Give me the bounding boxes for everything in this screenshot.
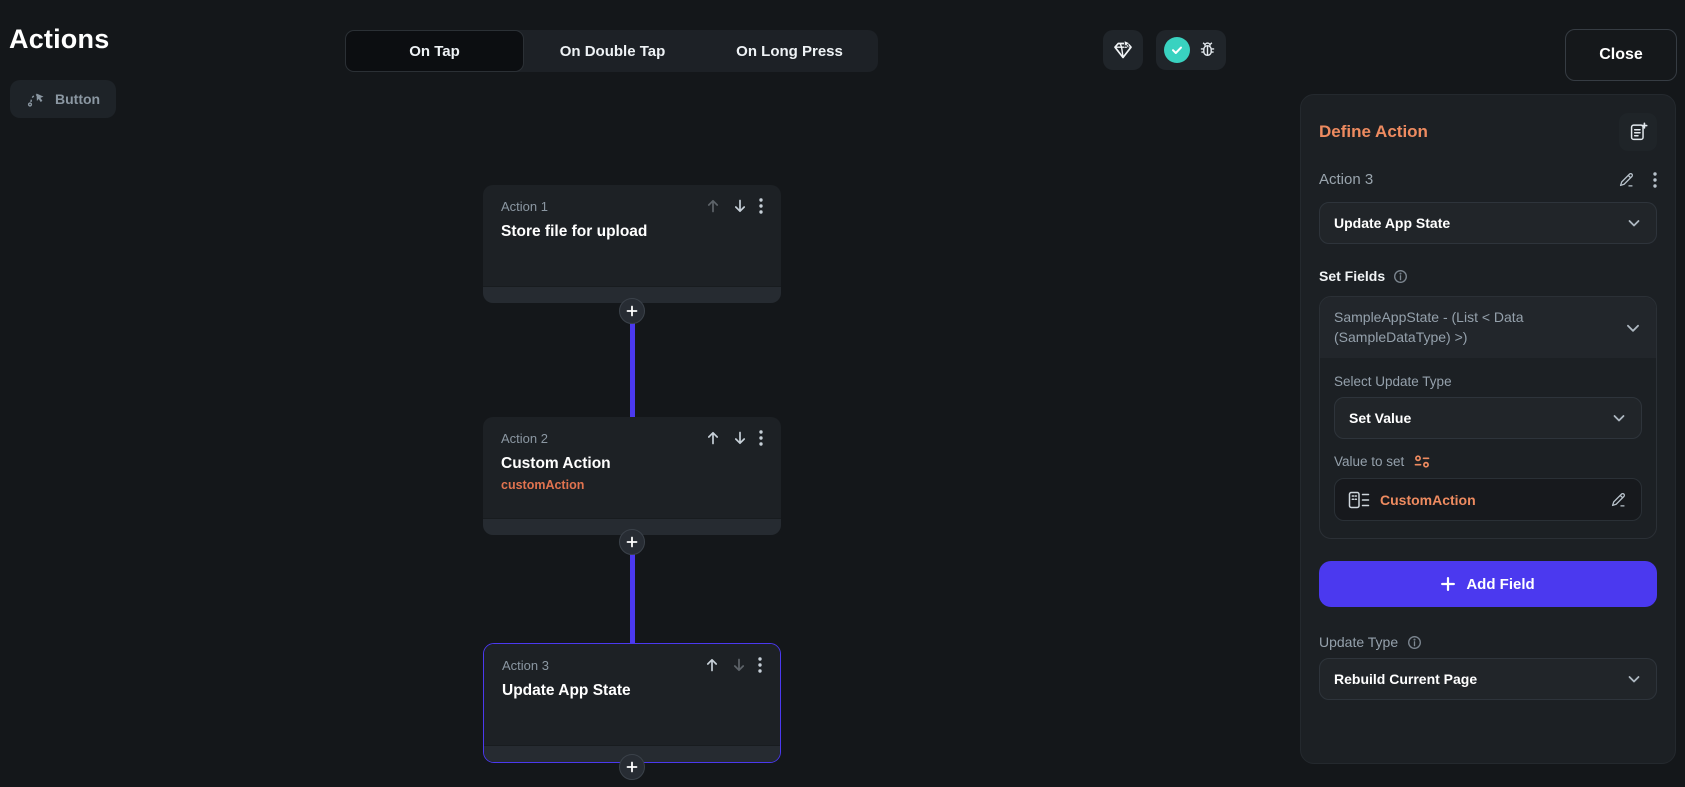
define-action-panel: Define Action Action 3 Update App State: [1300, 94, 1676, 764]
kebab-menu-icon[interactable]: [759, 198, 763, 214]
arrow-up-icon: [705, 198, 721, 214]
arrow-down-icon[interactable]: [732, 198, 748, 214]
action-card-label: Action 2: [501, 430, 548, 446]
app-state-field-value: SampleAppState - (List < Data (SampleDat…: [1334, 309, 1524, 345]
value-to-set-field[interactable]: CustomAction: [1334, 478, 1642, 522]
action-card-label: Action 3: [502, 657, 549, 673]
panel-title: Define Action: [1319, 122, 1428, 141]
rebuild-type-value: Rebuild Current Page: [1334, 671, 1478, 688]
variable-set-icon[interactable]: [1413, 454, 1431, 469]
note-add-icon: [1627, 121, 1649, 143]
tab-on-tap[interactable]: On Tap: [345, 30, 524, 72]
set-fields-container: SampleAppState - (List < Data (SampleDat…: [1319, 296, 1657, 540]
action-card-3[interactable]: Action 3 Update App State: [483, 643, 781, 763]
trigger-tabbar: On Tap On Double Tap On Long Press: [345, 30, 878, 72]
update-type-label: Update Type: [1319, 634, 1399, 651]
bug-icon: [1197, 40, 1218, 61]
action-card-body[interactable]: Action 1 Store file for upload: [483, 185, 781, 286]
add-action-button[interactable]: [619, 754, 645, 780]
action-card-1[interactable]: Action 1 Store file for upload: [483, 185, 781, 303]
chevron-down-icon: [1626, 215, 1642, 231]
selected-action-label: Action 3: [1319, 171, 1374, 188]
action-card-title: Store file for upload: [501, 223, 648, 240]
info-icon[interactable]: [1407, 635, 1422, 650]
action-card-title: Custom Action: [501, 455, 611, 472]
add-field-label: Add Field: [1466, 575, 1535, 593]
add-action-button[interactable]: [619, 298, 645, 324]
action-card-subtitle: customAction: [501, 478, 585, 492]
value-to-set-label: Value to set: [1334, 454, 1405, 470]
chevron-down-icon: [1624, 319, 1642, 337]
copy-action-button[interactable]: [1619, 113, 1657, 151]
tab-on-double-tap[interactable]: On Double Tap: [559, 42, 666, 60]
action-card-title: Update App State: [502, 682, 631, 699]
update-type-select[interactable]: Set Value: [1334, 397, 1642, 440]
cursor-path-icon: [26, 89, 46, 109]
action-card-footer: [483, 286, 781, 303]
action-card-footer: [483, 518, 781, 535]
plus-icon: [626, 761, 638, 773]
check-circle-icon: [1164, 37, 1190, 63]
kebab-menu-icon[interactable]: [759, 430, 763, 446]
action-type-value: Update App State: [1334, 215, 1451, 231]
update-type-value: Set Value: [1349, 410, 1412, 427]
plus-icon: [626, 305, 638, 317]
edit-pencil-icon[interactable]: [1617, 170, 1636, 189]
arrow-up-icon[interactable]: [704, 657, 720, 673]
add-field-button[interactable]: Add Field: [1319, 561, 1657, 608]
kebab-menu-icon[interactable]: [1653, 171, 1657, 188]
close-button-label: Close: [1599, 46, 1643, 63]
test-mode-button[interactable]: [1103, 30, 1143, 70]
data-object-icon: [1348, 491, 1370, 509]
edit-pencil-icon[interactable]: [1609, 490, 1628, 509]
trigger-source-chip[interactable]: Button: [10, 80, 117, 118]
chevron-down-icon: [1611, 410, 1627, 426]
plus-icon: [626, 536, 638, 548]
close-button[interactable]: Close: [1565, 29, 1677, 81]
flow-connector: [630, 303, 635, 417]
action-card-2[interactable]: Action 2 Custom Action customAction: [483, 417, 781, 535]
tab-on-long-press[interactable]: On Long Press: [736, 42, 843, 60]
page-title: Actions: [9, 24, 110, 54]
debug-run-group[interactable]: [1156, 30, 1226, 70]
kebab-menu-icon[interactable]: [758, 657, 762, 673]
value-to-set-value: CustomAction: [1380, 491, 1476, 508]
chevron-down-icon: [1626, 671, 1642, 687]
flow-connector: [630, 535, 635, 643]
plus-icon: [1441, 577, 1456, 592]
action-card-body[interactable]: Action 3 Update App State: [484, 644, 780, 745]
action-type-select[interactable]: Update App State: [1319, 202, 1657, 244]
trigger-chip-label: Button: [55, 91, 101, 107]
action-card-label: Action 1: [501, 198, 548, 214]
add-action-button[interactable]: [619, 529, 645, 555]
arrow-down-icon: [731, 657, 747, 673]
app-state-field-select[interactable]: SampleAppState - (List < Data (SampleDat…: [1320, 297, 1656, 359]
arrow-down-icon[interactable]: [732, 430, 748, 446]
set-fields-label: Set Fields: [1319, 268, 1386, 284]
gem-cursor-icon: [1111, 38, 1135, 62]
arrow-up-icon[interactable]: [705, 430, 721, 446]
action-card-footer: [484, 745, 780, 762]
info-icon[interactable]: [1393, 269, 1408, 284]
action-card-body[interactable]: Action 2 Custom Action customAction: [483, 417, 781, 518]
select-update-type-label: Select Update Type: [1334, 374, 1452, 390]
rebuild-type-select[interactable]: Rebuild Current Page: [1319, 658, 1657, 701]
